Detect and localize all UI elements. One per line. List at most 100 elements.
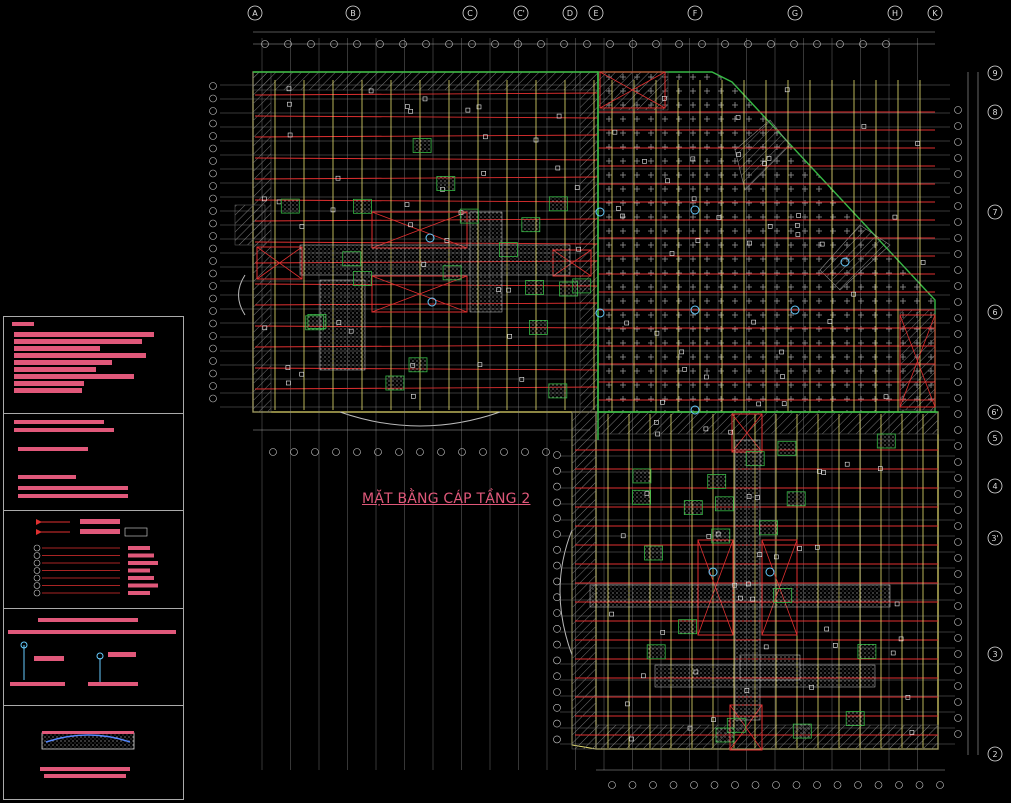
anchor-64 bbox=[861, 124, 867, 129]
bubble-lower-left-13 bbox=[553, 656, 561, 665]
column-box-13 bbox=[707, 473, 727, 489]
anchor-113 bbox=[732, 582, 738, 588]
bubble-right-9 bbox=[954, 250, 962, 258]
opening-9 bbox=[899, 314, 936, 408]
bubble-bottom-8 bbox=[772, 781, 780, 789]
legend-row-bubble-5 bbox=[33, 582, 41, 589]
bubble-top-25 bbox=[836, 40, 844, 48]
anchor-104 bbox=[660, 630, 666, 635]
anchor-46 bbox=[795, 223, 800, 228]
bubble-left-17 bbox=[209, 294, 217, 303]
bubble-top-1 bbox=[284, 40, 292, 48]
anchor-45 bbox=[261, 196, 267, 202]
bubble-mid-11 bbox=[500, 448, 508, 456]
slab-details bbox=[256, 71, 936, 751]
anchor-13 bbox=[915, 141, 920, 146]
column-box-29 bbox=[745, 451, 765, 467]
anchor-32 bbox=[744, 687, 750, 693]
opening-1 bbox=[371, 275, 468, 313]
bubble-top-6 bbox=[399, 40, 407, 48]
bubble-right-22 bbox=[954, 458, 962, 466]
legend-symbol-box bbox=[124, 527, 148, 537]
anchor-92 bbox=[814, 544, 820, 550]
bubble-left-22 bbox=[209, 357, 217, 365]
concrete-strip-1 bbox=[469, 211, 503, 313]
legend-anchor-head-2 bbox=[96, 652, 104, 660]
legend-row-label-0 bbox=[128, 546, 150, 550]
legend-section-caption-1 bbox=[40, 767, 130, 771]
anchor-112 bbox=[762, 161, 767, 166]
bubble-left-11 bbox=[209, 219, 217, 228]
bubble-right-4 bbox=[954, 170, 962, 178]
anchor-77 bbox=[609, 611, 615, 617]
anchor-1 bbox=[642, 159, 647, 164]
legend-symbol-label-1 bbox=[80, 529, 120, 534]
opening-3 bbox=[599, 71, 666, 109]
legend-note-line-6 bbox=[14, 374, 134, 379]
bubble-left-18 bbox=[209, 307, 217, 315]
bubble-left-20 bbox=[209, 332, 217, 340]
bubble-right-27 bbox=[954, 538, 962, 546]
legend-row-bubble-2 bbox=[33, 559, 41, 567]
anchor-17 bbox=[746, 494, 752, 499]
bubble-right-11 bbox=[954, 282, 962, 290]
column-box-8 bbox=[521, 217, 541, 233]
bubble-lower-left-12 bbox=[553, 640, 561, 649]
hole-0 bbox=[425, 233, 435, 243]
anchor-80 bbox=[773, 554, 779, 560]
anchor-47 bbox=[629, 736, 634, 742]
bubble-left-19 bbox=[209, 319, 217, 328]
bubble-left-9 bbox=[209, 194, 217, 203]
anchor-106 bbox=[703, 374, 709, 380]
bubble-mid-13 bbox=[542, 448, 550, 456]
legend-note-line-5 bbox=[14, 367, 96, 372]
bubble-top-8 bbox=[445, 40, 453, 48]
axis-bubble-right-8: 3 bbox=[987, 646, 1003, 662]
anchor-67 bbox=[735, 115, 741, 120]
bubble-top-23 bbox=[790, 40, 798, 48]
bubble-bottom-15 bbox=[915, 781, 924, 789]
svg-text:D: D bbox=[567, 9, 573, 18]
column-box-39 bbox=[786, 491, 806, 507]
anchor-97 bbox=[756, 401, 762, 407]
bubble-left-6 bbox=[209, 157, 217, 165]
anchor-70 bbox=[751, 319, 757, 325]
legend-row-bubble-6 bbox=[33, 589, 41, 597]
svg-text:5: 5 bbox=[992, 434, 997, 443]
anchor-34 bbox=[690, 156, 696, 162]
svg-text:8: 8 bbox=[992, 108, 997, 117]
bubble-lower-left-1 bbox=[553, 466, 561, 475]
legend-note-line-2 bbox=[14, 346, 100, 351]
bubble-right-37 bbox=[954, 698, 962, 706]
column-box-25 bbox=[632, 468, 652, 484]
anchor-117 bbox=[556, 113, 562, 119]
anchor-12 bbox=[299, 224, 305, 229]
anchor-38 bbox=[905, 694, 911, 700]
bubble-right-30 bbox=[954, 586, 962, 594]
anchor-7 bbox=[766, 156, 772, 161]
axis-bubble-top-4: D bbox=[562, 5, 578, 21]
bubble-top-3 bbox=[330, 40, 338, 48]
legend-cable-heading bbox=[14, 420, 104, 424]
wall-hatch-6 bbox=[595, 411, 939, 435]
bubble-lower-left-16 bbox=[553, 703, 561, 712]
bubble-right-6 bbox=[954, 202, 962, 210]
legend-cable-line-a bbox=[18, 486, 128, 490]
anchor-51 bbox=[555, 165, 561, 171]
anchor-60 bbox=[422, 96, 428, 102]
legend-note-heading bbox=[12, 322, 34, 326]
svg-text:F: F bbox=[693, 9, 698, 18]
anchor-8 bbox=[821, 470, 827, 475]
concrete-strip-0 bbox=[299, 244, 571, 276]
axis-bubble-right-6: 4 bbox=[987, 478, 1003, 494]
anchor-29 bbox=[824, 626, 830, 632]
anchor-75 bbox=[287, 101, 292, 107]
bubble-top-9 bbox=[468, 40, 476, 48]
cable-left-h-5 bbox=[254, 199, 599, 203]
bubble-left-5 bbox=[209, 144, 217, 153]
bubble-bottom-0 bbox=[608, 781, 616, 789]
anchor-27 bbox=[408, 109, 413, 114]
anchor-72 bbox=[496, 287, 501, 293]
anchor-94 bbox=[767, 224, 773, 229]
